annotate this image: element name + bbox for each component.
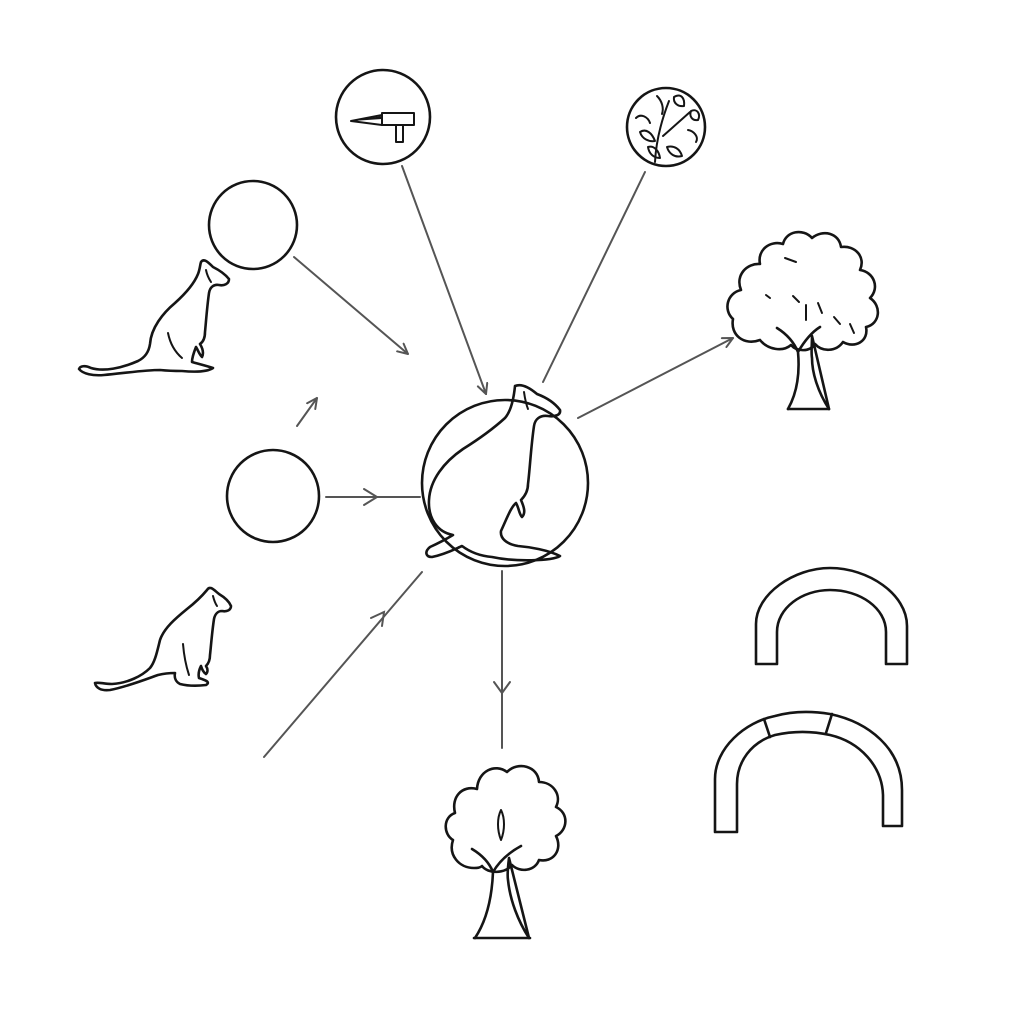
leafy-plant-icon [635,94,701,163]
arch-bottom-icon [713,710,904,834]
arrow-short-stub [296,398,317,427]
arrow-empty-mid-head [363,488,379,506]
arrow-center-to-tree-right [577,338,733,419]
plant-circle [625,86,707,168]
center-node [420,383,590,568]
knife-tool-icon [350,112,415,143]
tree-bottom-icon [444,764,567,940]
kangaroo-top-left-icon [77,259,231,377]
arrow-external-to-center [263,571,423,758]
plant-node [625,86,707,168]
arrow-plant-to-center [542,171,646,383]
arrow-center-to-tree-bottom-head [493,681,511,695]
tool-circle [334,68,432,166]
arrow-external-head [370,610,386,627]
arrow-empty-top-to-center [293,256,408,354]
kangaroo-icon [425,383,562,562]
kangaroo-bottom-left-icon [93,586,233,692]
empty-circle-top [207,179,299,271]
arch-top-icon [754,566,909,666]
arrow-tool-to-center [401,165,486,394]
tool-node [334,68,432,166]
center-circle [420,398,590,568]
edges [263,165,733,758]
tree-right-icon [726,230,880,411]
empty-circle-mid [225,448,321,544]
